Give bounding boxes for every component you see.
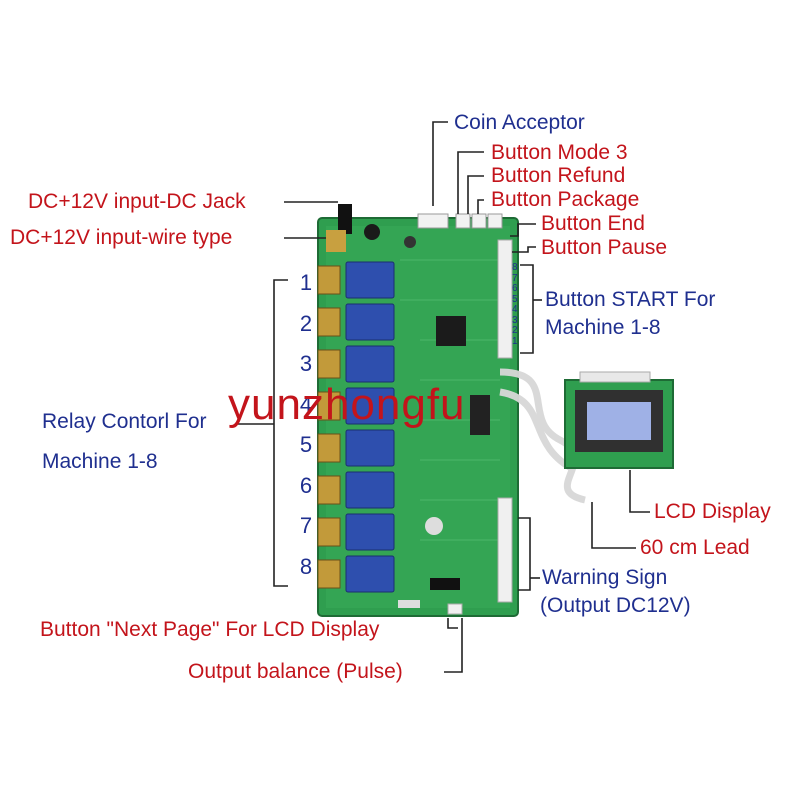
relay-control-label-line2: Machine 1-8 (42, 450, 158, 473)
start-connector-number: 7 (512, 272, 518, 284)
screw-terminal (317, 475, 341, 505)
relay (345, 555, 395, 593)
ribbon-cable (499, 368, 586, 504)
start-connector-number: 4 (512, 304, 518, 315)
screw-terminal (317, 433, 341, 463)
lead-length-label: 60 cm Lead (640, 536, 750, 559)
warning-sign-label-line2: (Output DC12V) (540, 594, 691, 617)
relay (345, 387, 395, 425)
relay-number: 5 (299, 432, 313, 457)
start-connector-number: 5 (512, 293, 518, 305)
relay (345, 471, 395, 509)
button-start-label-line1: Button START For (545, 288, 716, 311)
start-connector-number: 3 (512, 314, 518, 326)
dc-wire-label: DC+12V input-wire type (10, 226, 233, 249)
start-connector-number: 1 (512, 335, 518, 347)
output-balance-label: Output balance (Pulse) (188, 660, 403, 683)
watermark: yunzhongfu (228, 380, 466, 429)
screw-terminal (317, 349, 341, 379)
relay-number: 7 (299, 513, 313, 538)
screw-terminal (317, 391, 341, 421)
relay-number: 8 (299, 553, 313, 579)
relay (345, 429, 395, 467)
warning-sign-label-line1: Warning Sign (542, 566, 668, 589)
relay (345, 261, 395, 299)
relay-number: 3 (299, 351, 313, 376)
button-mode3-label: Button Mode 3 (491, 141, 628, 164)
button-refund-label: Button Refund (491, 164, 626, 187)
button-start-label-line2: Machine 1-8 (545, 316, 661, 339)
relay (345, 303, 395, 341)
button-package-label: Button Package (491, 188, 640, 211)
relay-number: 2 (299, 310, 313, 336)
start-connector-number: 8 (512, 262, 518, 273)
button-end-label: Button End (541, 212, 645, 235)
start-connector-number: 6 (512, 283, 518, 294)
leader-lines (238, 121, 650, 673)
screw-terminal (317, 559, 341, 589)
relay-control-label-line1: Relay Contorl For (42, 410, 207, 433)
lcd-module (564, 371, 674, 469)
lcd-display-label: LCD Display (654, 500, 771, 523)
coin-acceptor-label: Coin Acceptor (454, 111, 585, 134)
start-connector-number: 2 (512, 325, 518, 336)
relay (345, 345, 395, 383)
screw-terminal (317, 265, 341, 295)
screw-terminal (317, 307, 341, 337)
relay-bank (317, 261, 395, 593)
button-pause-label: Button Pause (541, 236, 668, 259)
relay-number: 1 (299, 270, 313, 295)
next-page-button-label: Button "Next Page" For LCD Display (40, 618, 380, 641)
relay (345, 513, 395, 551)
screw-terminal (317, 517, 341, 547)
dc-jack-label: DC+12V input-DC Jack (28, 190, 246, 213)
relay-number: 6 (299, 472, 313, 498)
relay-number: 4 (299, 391, 313, 417)
